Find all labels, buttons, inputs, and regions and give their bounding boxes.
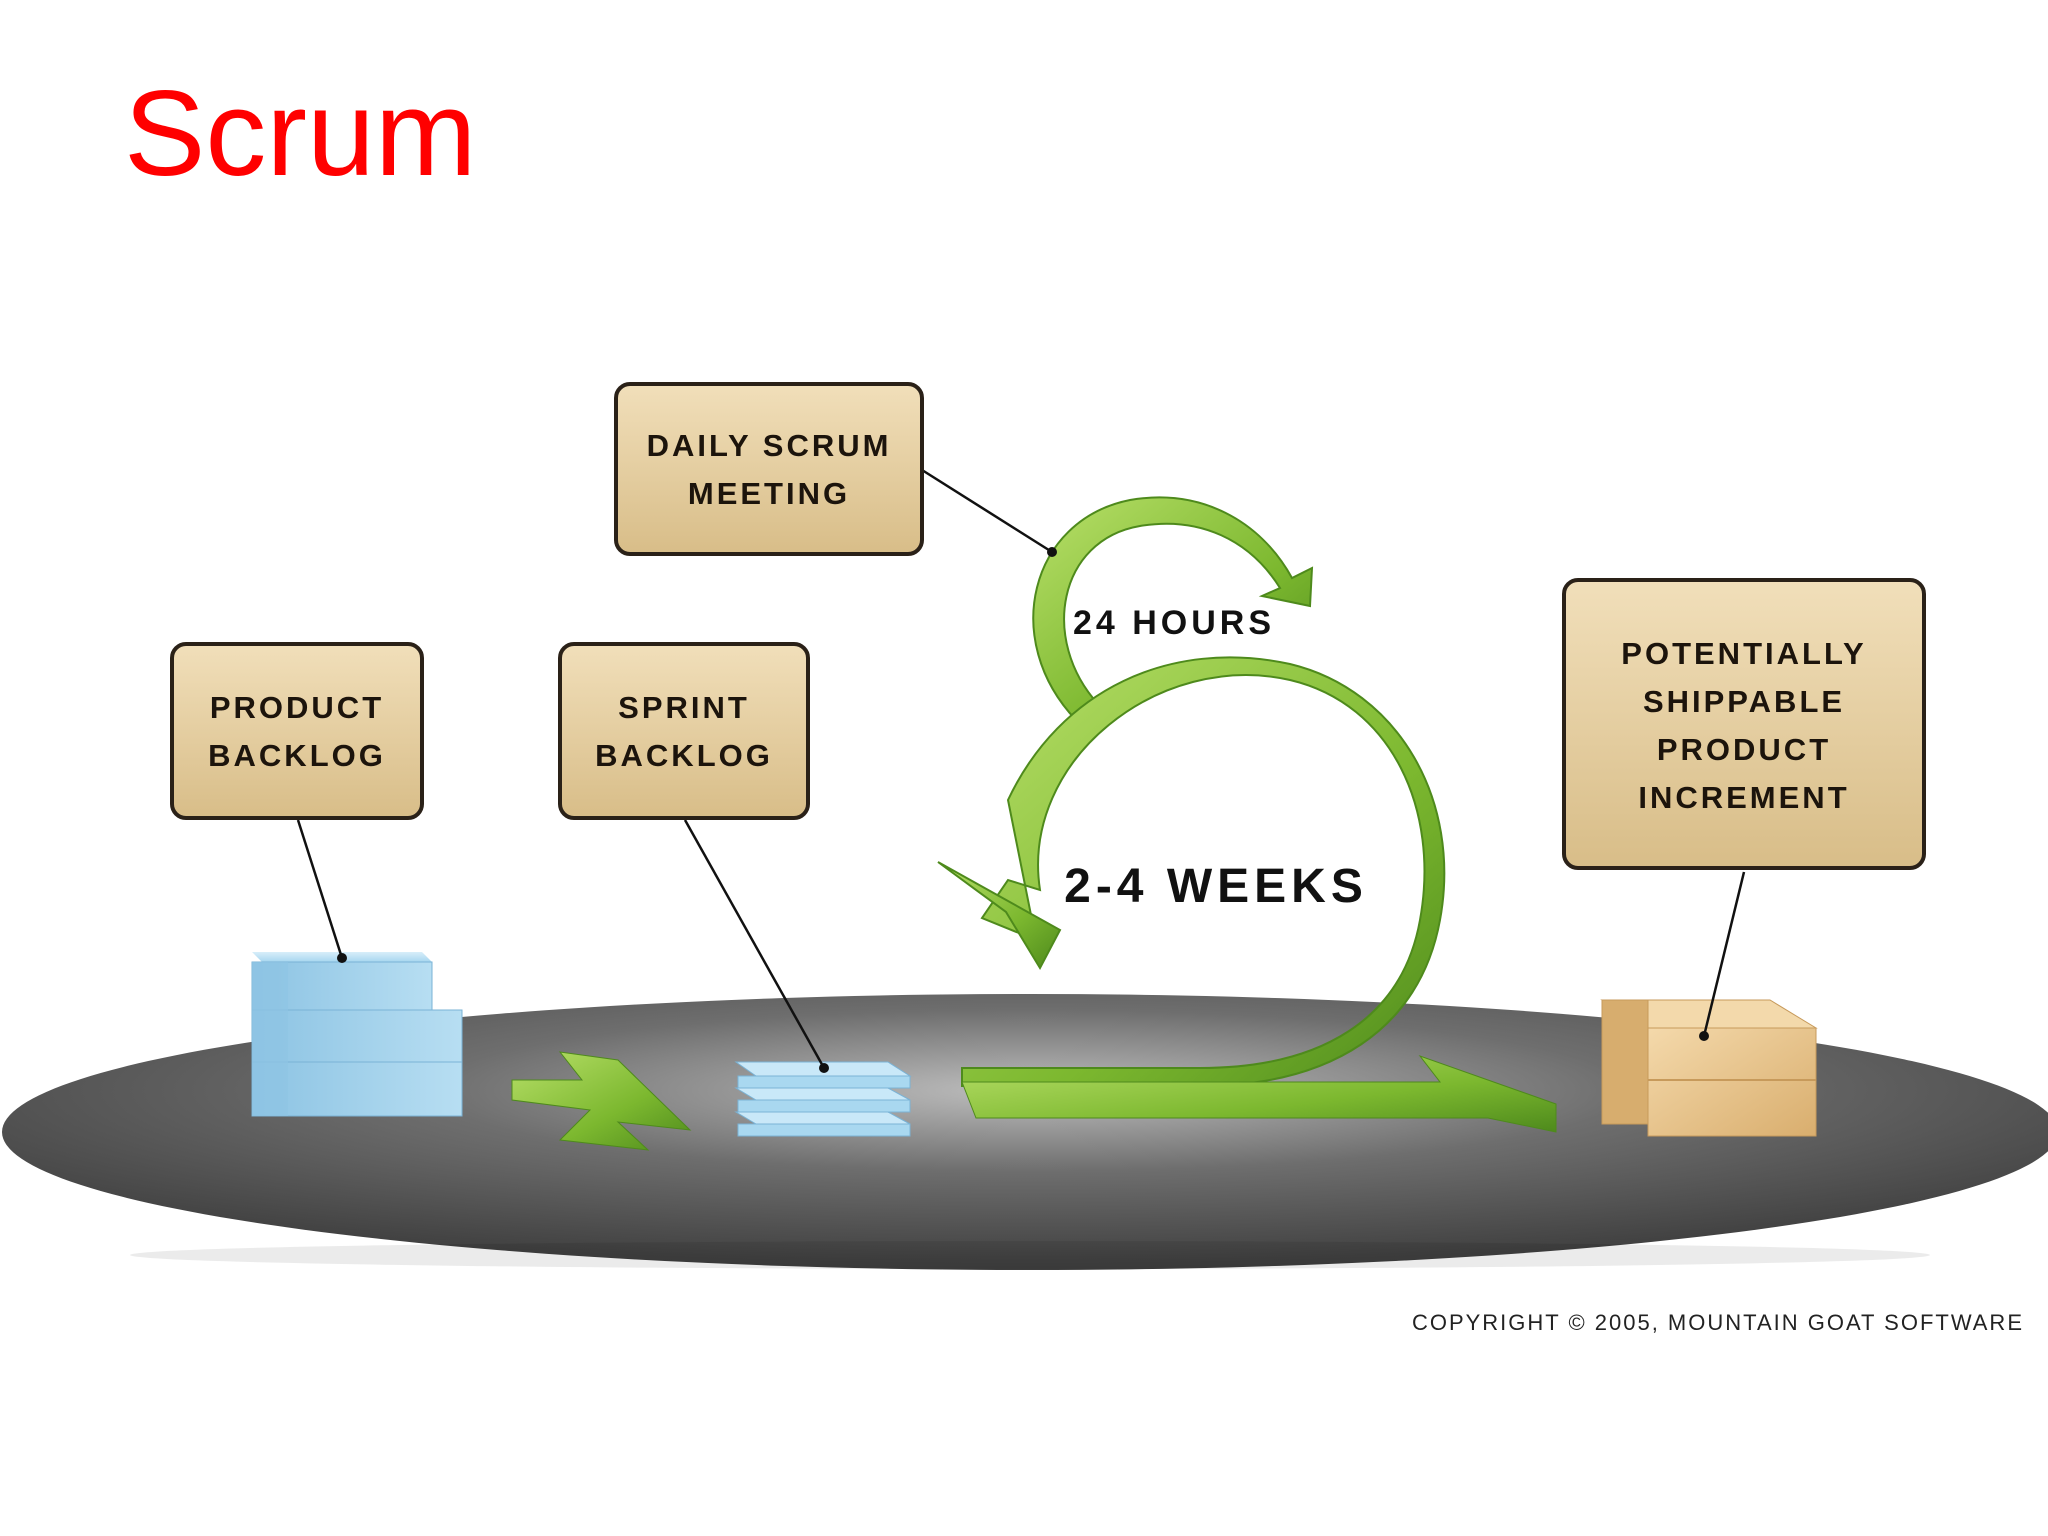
sprint-cycle-label: 2-4 WEEKS bbox=[1064, 860, 1368, 913]
product-increment-box: POTENTIALLY SHIPPABLE PRODUCT INCREMENT bbox=[1562, 578, 1926, 870]
connector-product-backlog bbox=[296, 819, 344, 959]
increment-flow-arrow-icon bbox=[961, 1054, 1557, 1133]
product-backlog-line1: PRODUCT bbox=[210, 690, 384, 725]
product-backlog-line2: BACKLOG bbox=[208, 738, 386, 773]
sprint-cycle-arrow-icon bbox=[961, 656, 1446, 1087]
connector-lines bbox=[296, 468, 1746, 1069]
platform-ellipse bbox=[2, 994, 2048, 1270]
connector-sprint-backlog bbox=[683, 819, 826, 1069]
daily-scrum-meeting-box: DAILY SCRUM MEETING bbox=[614, 382, 924, 556]
sprint-backlog-line1: SPRINT bbox=[618, 690, 750, 725]
sprint-backlog-box: SPRINT BACKLOG bbox=[558, 642, 810, 820]
product-backlog-box: PRODUCT BACKLOG bbox=[170, 642, 424, 820]
daily-scrum-line1: DAILY SCRUM bbox=[647, 428, 892, 463]
increment-line4: INCREMENT bbox=[1638, 780, 1849, 815]
slide-title: Scrum bbox=[124, 65, 477, 201]
increment-line2: SHIPPABLE bbox=[1643, 684, 1845, 719]
connector-increment bbox=[1702, 871, 1746, 1037]
backlog-stack-icon bbox=[251, 952, 463, 1117]
sprint-cycle-arrowhead bbox=[937, 861, 1062, 971]
sprint-backlog-line2: BACKLOG bbox=[595, 738, 773, 773]
sprint-backlog-stack-icon bbox=[734, 1061, 912, 1137]
increment-line1: POTENTIALLY bbox=[1621, 636, 1866, 671]
increment-line3: PRODUCT bbox=[1657, 732, 1831, 767]
connector-daily-scrum bbox=[921, 468, 1053, 554]
daily-scrum-line2: MEETING bbox=[688, 476, 850, 511]
platform-shadow bbox=[130, 1241, 1930, 1269]
green-flow-arrow-icon bbox=[511, 1051, 692, 1151]
package-box-icon bbox=[1600, 999, 1818, 1137]
daily-cycle-label: 24 HOURS bbox=[1073, 604, 1275, 642]
copyright-notice: COPYRIGHT © 2005, MOUNTAIN GOAT SOFTWARE bbox=[1412, 1310, 2024, 1335]
